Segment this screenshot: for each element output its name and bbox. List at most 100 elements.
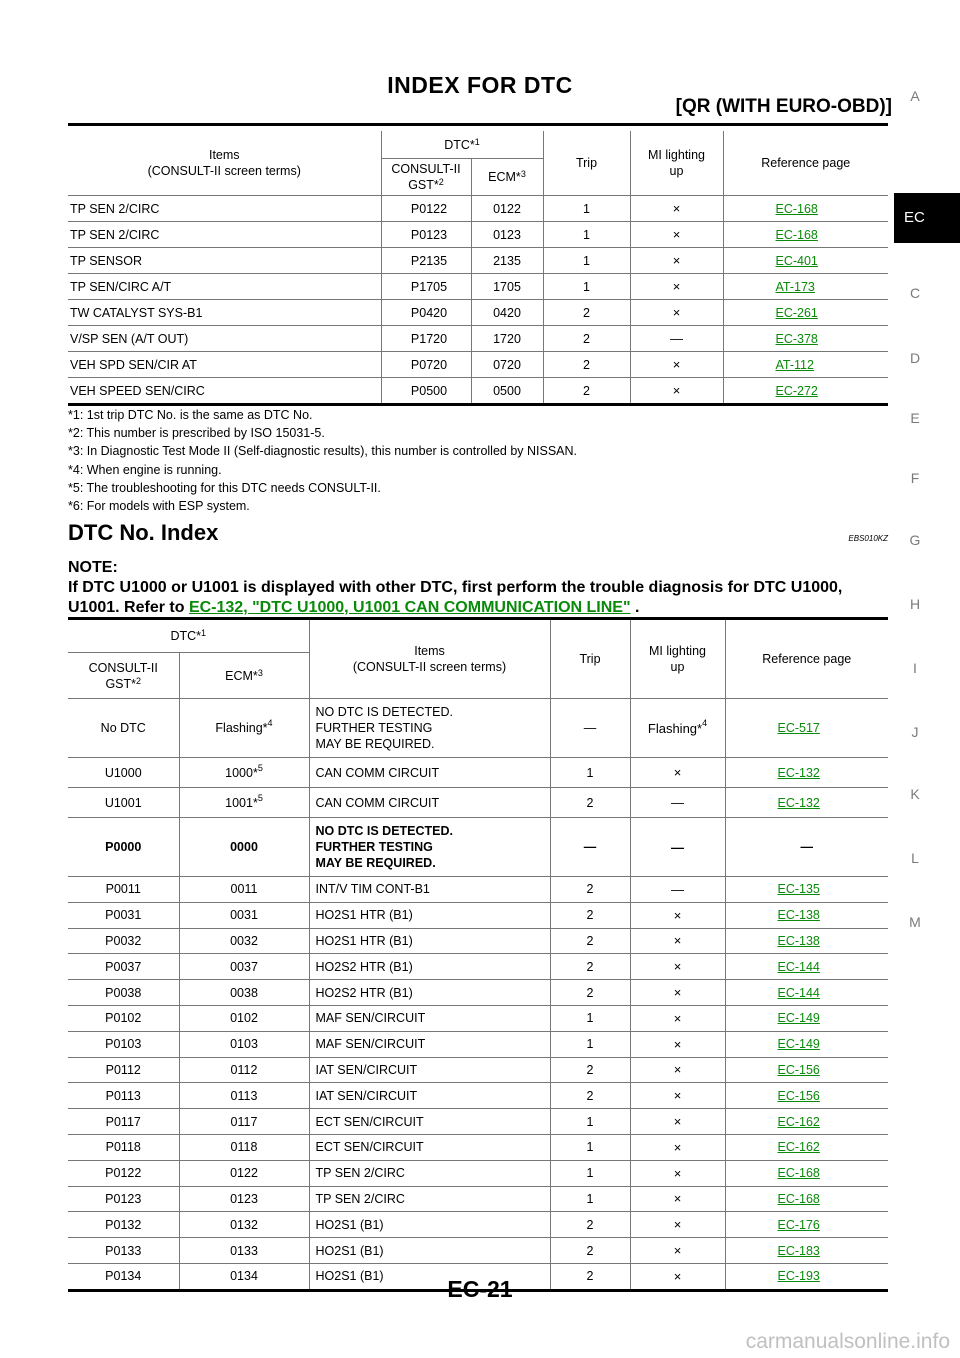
side-tab-h[interactable]: H (909, 596, 921, 612)
side-tab-m[interactable]: M (909, 914, 921, 930)
reference-link[interactable]: EC-517 (777, 721, 820, 735)
reference-link-cell[interactable]: EC-135 (724, 876, 888, 903)
dtc-mi-lighting: × (672, 253, 681, 268)
reference-link[interactable]: EC-168 (777, 1191, 820, 1206)
dtc-consult-code-cell: P0031 (68, 902, 179, 928)
reference-link[interactable]: EC-193 (777, 1269, 820, 1284)
reference-link-cell[interactable]: EC-168 (722, 195, 888, 222)
side-tab-ec[interactable]: EC (894, 193, 960, 243)
dtc-consult-code: P0118 (105, 1140, 141, 1155)
side-tab-g[interactable]: G (909, 532, 921, 548)
side-tab-k[interactable]: K (910, 786, 920, 802)
reference-link-cell[interactable]: EC-176 (724, 1211, 888, 1238)
reference-link-cell[interactable]: EC-138 (724, 902, 888, 929)
side-tab-a[interactable]: A (910, 88, 920, 104)
side-tab-e[interactable]: E (910, 410, 920, 426)
reference-link-cell[interactable]: EC-183 (724, 1237, 888, 1264)
reference-link-cell[interactable]: EC-168 (722, 221, 888, 248)
dtc-consult-code: P0102 (105, 1011, 142, 1026)
dtc-mi-lighting: × (673, 1191, 682, 1207)
dtc-ecm-code-cell: 0133 (178, 1237, 309, 1264)
reference-link-cell[interactable]: EC-132 (724, 787, 888, 818)
dtc-ecm-code-cell: 0117 (178, 1108, 309, 1135)
dtc-mi-lighting: — (670, 331, 683, 346)
reference-link[interactable]: EC-261 (775, 305, 818, 320)
reference-link[interactable]: AT-173 (775, 279, 815, 294)
reference-link-cell[interactable]: EC-272 (722, 377, 888, 405)
dtc-ecm-code: 0133 (230, 1243, 258, 1258)
reference-link[interactable]: EC-156 (777, 1062, 820, 1077)
reference-link-cell[interactable]: AT-112 (722, 351, 888, 378)
reference-link-cell[interactable]: EC-168 (724, 1186, 888, 1212)
dtc-mi-lighting: × (672, 357, 681, 372)
reference-link[interactable]: EC-162 (777, 1140, 820, 1155)
side-tab-l[interactable]: L (911, 850, 919, 866)
dtc-ecm-code-cell: 0134 (178, 1263, 309, 1291)
reference-link[interactable]: EC-168 (775, 227, 818, 242)
reference-link[interactable]: EC-168 (775, 201, 818, 216)
dtc-item-cell: VEH SPEED SEN/CIRC (68, 378, 381, 405)
reference-link-cell[interactable]: EC-401 (722, 247, 888, 274)
reference-link-cell[interactable]: EC-162 (724, 1108, 888, 1135)
reference-link[interactable]: EC-144 (777, 985, 820, 1000)
header-reference: Reference page (722, 131, 888, 196)
reference-link-cell[interactable]: EC-378 (722, 325, 888, 352)
reference-link-cell[interactable]: EC-261 (722, 299, 888, 326)
page-number: EC-21 (447, 1276, 513, 1302)
dtc-consult-code: P0720 (410, 357, 448, 372)
dtc-ecm-code: Flashing* (215, 721, 268, 735)
reference-link-cell[interactable]: EC-149 (724, 1005, 888, 1032)
reference-link-cell[interactable]: EC-144 (724, 979, 888, 1006)
side-tab-d[interactable]: D (909, 350, 921, 366)
reference-link-cell[interactable]: EC-156 (724, 1057, 888, 1083)
section-code: EBS010KZ (848, 534, 888, 543)
dtc-item-cell: TP SEN/CIRC A/T (68, 274, 381, 300)
reference-link[interactable]: EC-401 (775, 253, 818, 268)
reference-link[interactable]: EC-183 (777, 1243, 820, 1258)
reference-link[interactable]: EC-135 (777, 882, 820, 897)
reference-link[interactable]: EC-138 (777, 908, 820, 923)
reference-link[interactable]: EC-378 (775, 331, 818, 346)
reference-link[interactable]: EC-272 (775, 383, 818, 398)
reference-link[interactable]: EC-176 (777, 1217, 820, 1232)
reference-link-cell[interactable]: EC-138 (724, 928, 888, 954)
dtc-trip-cell: 1 (542, 247, 630, 274)
dtc-mi-lighting-cell: × (629, 1237, 725, 1264)
reference-link[interactable]: EC-144 (777, 959, 820, 974)
reference-link-cell[interactable]: AT-173 (722, 273, 888, 300)
reference-link[interactable]: EC-132 (777, 765, 820, 780)
reference-link[interactable]: EC-162 (777, 1114, 820, 1129)
dtc-trip: 1 (586, 1037, 594, 1052)
reference-link-cell[interactable]: EC-517 (724, 698, 888, 758)
footnote: *6: For models with ESP system. (68, 499, 250, 513)
reference-link[interactable]: EC-149 (777, 1037, 820, 1052)
reference-link[interactable]: EC-156 (777, 1088, 820, 1103)
reference-link[interactable]: EC-138 (777, 933, 820, 948)
dtc-ecm-code: 0123 (493, 227, 521, 242)
side-tab-c[interactable]: C (909, 285, 921, 301)
reference-link-cell[interactable]: EC-144 (724, 953, 888, 980)
side-tab-f[interactable]: F (910, 470, 920, 486)
dtc-consult-code: P0112 (105, 1062, 141, 1077)
reference-link-cell[interactable]: EC-156 (724, 1082, 888, 1109)
reference-link-cell[interactable]: EC-149 (724, 1031, 888, 1058)
reference-link[interactable]: EC-168 (777, 1166, 820, 1181)
reference-link-cell[interactable]: EC-162 (724, 1134, 888, 1161)
reference-link[interactable]: EC-149 (777, 1011, 820, 1026)
dtc-ecm-code: 0032 (230, 933, 258, 948)
reference-link-cell[interactable]: EC-193 (724, 1263, 888, 1291)
reference-link[interactable]: AT-112 (775, 357, 814, 372)
dtc-item-cell: MAF SEN/CIRCUIT (308, 1031, 550, 1058)
dtc-ecm-code: 0000 (230, 840, 258, 854)
note-link[interactable]: EC-132, "DTC U1000, U1001 CAN COMMUNICAT… (188, 599, 631, 616)
dtc-trip-cell: 2 (549, 1082, 630, 1109)
reference-link-cell[interactable]: EC-132 (724, 757, 888, 788)
reference-link[interactable]: EC-132 (777, 795, 820, 810)
side-tab-i[interactable]: I (913, 660, 917, 676)
reference-link-cell[interactable]: EC-168 (724, 1160, 888, 1187)
side-tab-j[interactable]: J (911, 724, 919, 740)
dtc-mi-lighting-cell: × (629, 247, 723, 274)
